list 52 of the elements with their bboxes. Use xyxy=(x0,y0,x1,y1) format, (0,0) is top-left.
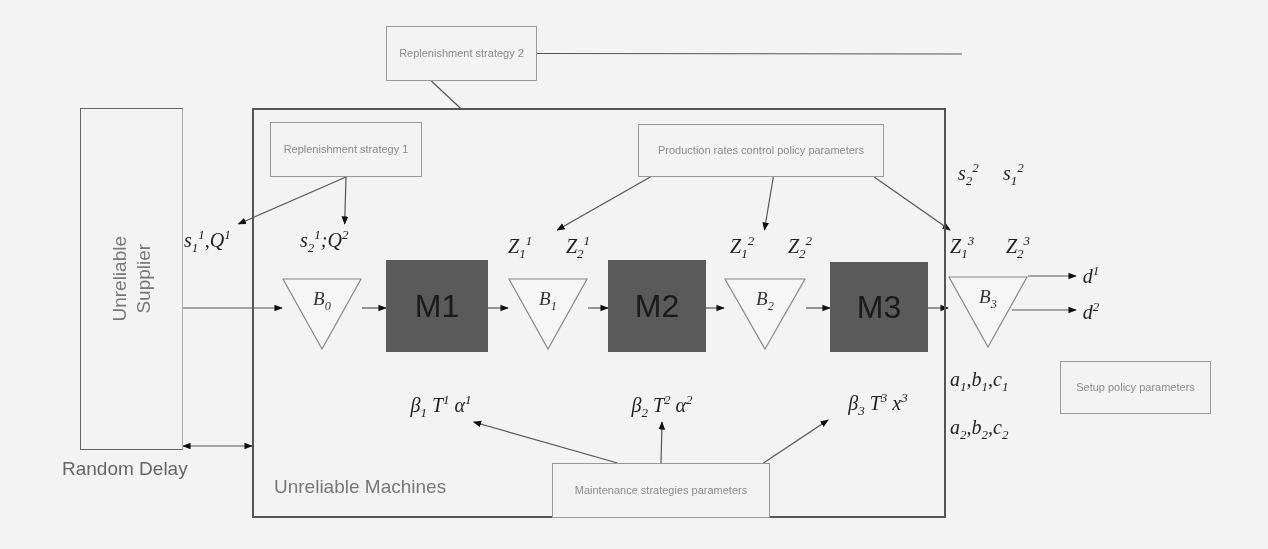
arrow xyxy=(361,304,387,312)
math-label: β$_{3}$ T$^{3}$ x$^{3}$ xyxy=(848,389,908,419)
machine-label: M2 xyxy=(634,287,680,325)
buffer-label: B$_{3}$ xyxy=(978,286,998,312)
arrow xyxy=(705,304,725,312)
math-label: β$_{1}$ T$^{1}$ α$^{1}$ xyxy=(410,391,472,421)
box-label: Production rates control policy parameters xyxy=(657,143,864,158)
parameter-box xyxy=(552,463,770,518)
arrow xyxy=(762,176,774,231)
math-label: β$_{2}$ T$^{2}$ α$^{2}$ xyxy=(631,391,693,421)
parameter-box xyxy=(386,26,537,81)
math-label: s$_{2}$$^{1}$;Q$^{2}$ xyxy=(300,226,349,256)
group-label: Unreliable Machines xyxy=(274,476,447,498)
box-label: Replenishment strategy 1 xyxy=(283,142,409,157)
arrow xyxy=(182,304,283,312)
math-label: d$^{2}$ xyxy=(1082,298,1100,324)
machine-label: M3 xyxy=(856,288,902,326)
arrow xyxy=(587,304,609,312)
math-label: d$^{1}$ xyxy=(1082,262,1100,288)
parameter-box xyxy=(1060,361,1211,414)
delay-label: Random Delay xyxy=(62,458,188,480)
group-frame xyxy=(252,108,946,518)
arrow xyxy=(472,420,618,464)
parameter-box xyxy=(270,122,422,177)
math-label: a$_{1}$,b$_{1}$,c$_{1}$ xyxy=(950,368,1009,395)
buffer-label: B$_{1}$ xyxy=(538,288,558,314)
arrow xyxy=(341,176,349,225)
math-label: s$_{1}$$^{1}$,Q$^{1}$ xyxy=(184,226,231,256)
arrow xyxy=(237,176,347,225)
machine-box xyxy=(608,260,706,352)
arrow xyxy=(873,176,951,231)
arrow xyxy=(556,176,651,231)
buffer-label: B$_{2}$ xyxy=(755,288,775,314)
box-label: Replenishment strategy 2 xyxy=(399,46,524,61)
arrow xyxy=(805,304,831,312)
supplier-label: Unreliable Supplier xyxy=(107,235,155,324)
math-label: a$_{2}$,b$_{2}$,c$_{2}$ xyxy=(950,416,1009,443)
parameter-box xyxy=(638,124,884,177)
arrow xyxy=(762,419,829,464)
machine-label: M1 xyxy=(414,287,460,325)
supplier-box xyxy=(80,108,183,450)
machine-box xyxy=(386,260,488,352)
box-label: Maintenance strategies parameters xyxy=(574,483,748,498)
buffer-label: B$_{0}$ xyxy=(312,288,332,314)
arrow xyxy=(658,421,666,464)
arrow xyxy=(1011,306,1077,314)
arrow xyxy=(927,304,949,312)
box-label: Setup policy parameters xyxy=(1076,380,1195,395)
arrow xyxy=(487,304,509,312)
arrow xyxy=(182,442,253,450)
machine-box xyxy=(830,262,928,352)
arrow xyxy=(1027,272,1077,280)
